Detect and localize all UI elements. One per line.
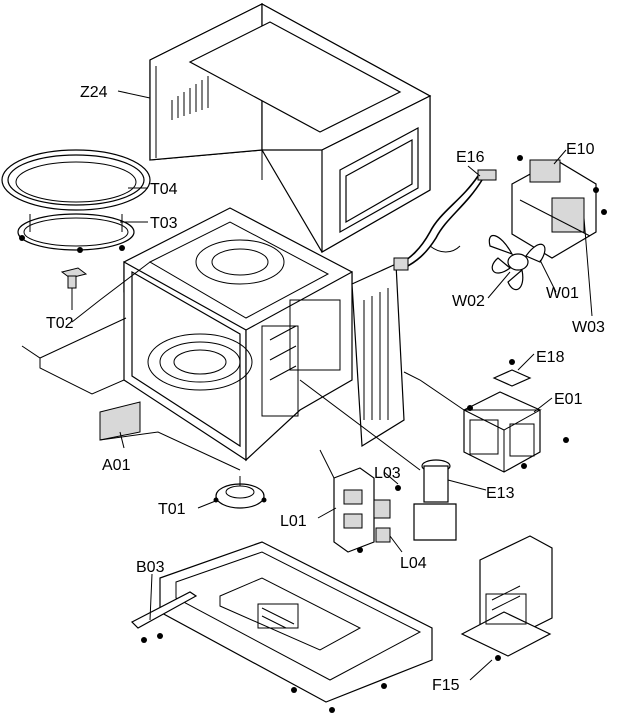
part-e13-transformer bbox=[413, 459, 457, 541]
part-e01-magnetron bbox=[463, 391, 569, 473]
label-e10: E10 bbox=[566, 141, 595, 158]
part-e18-thermostat bbox=[492, 359, 532, 387]
cabinet-vent-slots bbox=[171, 76, 209, 120]
label-f15: F15 bbox=[432, 677, 460, 694]
label-e18: E18 bbox=[536, 349, 565, 366]
label-l04: L04 bbox=[400, 555, 427, 572]
label-t03: T03 bbox=[150, 215, 178, 232]
part-base-plate bbox=[159, 541, 433, 713]
part-e10-fan-motor-assembly bbox=[511, 155, 607, 259]
label-l01: L01 bbox=[280, 513, 307, 530]
label-e01: E01 bbox=[554, 391, 583, 408]
label-w03: W03 bbox=[572, 319, 605, 336]
part-t03-roller-ring bbox=[17, 213, 135, 253]
part-f15-control-board bbox=[460, 535, 553, 661]
guide-lines bbox=[21, 261, 465, 479]
part-e16-wire-harness bbox=[393, 169, 497, 271]
part-labels: Z24 T04 T03 T02 E16 E10 W02 W01 W03 E18 … bbox=[46, 84, 605, 694]
label-b03: B03 bbox=[136, 559, 165, 576]
part-t02-coupler bbox=[60, 267, 88, 289]
part-back-panel bbox=[351, 263, 405, 448]
part-b03-bracket bbox=[130, 591, 198, 643]
label-w01: W01 bbox=[546, 285, 579, 302]
label-z24: Z24 bbox=[80, 84, 108, 101]
label-a01: A01 bbox=[102, 457, 131, 474]
label-e13: E13 bbox=[486, 485, 515, 502]
part-t01-turntable-motor bbox=[213, 476, 267, 509]
label-w02: W02 bbox=[452, 293, 485, 310]
label-t04: T04 bbox=[150, 181, 178, 198]
part-l01-latch-assembly bbox=[333, 467, 401, 553]
label-l03: L03 bbox=[374, 465, 401, 482]
leader-lines bbox=[71, 90, 593, 681]
label-t02: T02 bbox=[46, 315, 74, 332]
label-e16: E16 bbox=[456, 149, 485, 166]
label-t01: T01 bbox=[158, 501, 186, 518]
part-t04-glass-tray bbox=[1, 149, 151, 211]
part-a01-waveguide-cover bbox=[99, 401, 141, 441]
part-z24-outer-cabinet bbox=[149, 2, 432, 254]
part-w02-fan-blade bbox=[488, 235, 546, 291]
part-oven-cavity bbox=[123, 207, 353, 462]
